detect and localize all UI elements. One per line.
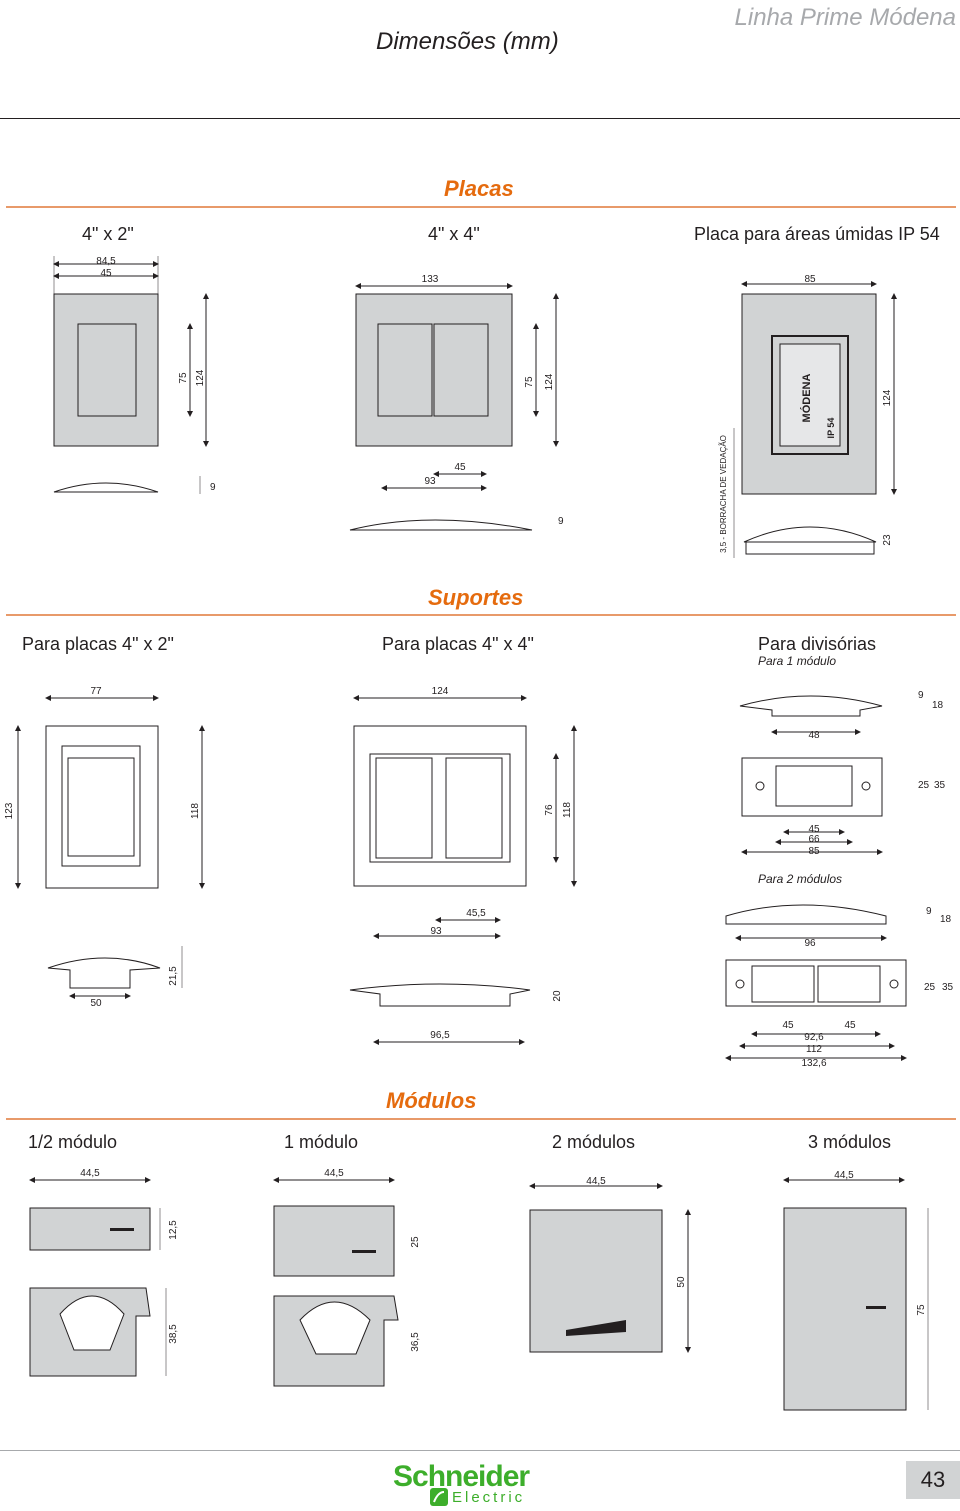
svg-text:45: 45 [844, 1020, 856, 1031]
suporte-2-modulos-label: Para 2 módulos [758, 872, 843, 886]
svg-text:44,5: 44,5 [834, 1170, 854, 1181]
svg-text:MÓDENA: MÓDENA [800, 374, 813, 423]
modulos-drawings: 44,5 12,5 38,5 44,5 25 36,5 44,5 50 44,5… [29, 1168, 929, 1411]
modulo-3-label: 3 módulos [808, 1132, 892, 1152]
section-rule-placas [6, 206, 956, 208]
modulo-1-drawing [273, 1177, 399, 1387]
svg-text:45: 45 [782, 1020, 794, 1031]
suporte-4x4-label: Para placas 4" x 4" [382, 634, 534, 654]
svg-text:9: 9 [926, 906, 932, 917]
suportes-drawings: 77 123 118 50 21,5 124 76 118 45,5 93 96… [4, 686, 954, 1069]
svg-text:93: 93 [430, 926, 442, 937]
placa-ip54-label: Placa para áreas úmidas IP 54 [694, 224, 940, 244]
svg-text:9: 9 [558, 516, 564, 527]
svg-text:25: 25 [924, 982, 936, 993]
suporte-4x2-label: Para placas 4" x 2" [22, 634, 174, 654]
modulo-meio-label: 1/2 módulo [28, 1132, 118, 1152]
svg-text:20: 20 [552, 990, 563, 1002]
modulo-1-label: 1 módulo [284, 1132, 359, 1152]
svg-text:9: 9 [918, 690, 924, 701]
svg-text:38,5: 38,5 [168, 1324, 179, 1344]
svg-text:50: 50 [90, 998, 102, 1009]
svg-text:75: 75 [524, 376, 535, 388]
svg-text:25: 25 [410, 1236, 421, 1248]
svg-text:12,5: 12,5 [168, 1220, 179, 1240]
svg-text:77: 77 [90, 686, 102, 697]
svg-text:45: 45 [808, 824, 820, 835]
svg-text:85: 85 [808, 846, 820, 857]
placa-ip54-drawing [733, 281, 897, 558]
svg-text:124: 124 [882, 389, 893, 406]
section-title-placas: Placas [444, 176, 514, 201]
svg-text:9: 9 [210, 482, 216, 493]
page-number: 43 [906, 1461, 960, 1499]
placa-4x4-label: 4" x 4" [428, 224, 480, 244]
svg-text:18: 18 [940, 914, 952, 925]
brand-logo: Schneider [393, 1460, 530, 1493]
svg-text:112: 112 [806, 1044, 822, 1055]
header-divider [0, 118, 960, 119]
svg-text:76: 76 [544, 804, 555, 816]
page-subtitle: Dimensões (mm) [376, 28, 559, 55]
svg-text:132,6: 132,6 [801, 1058, 826, 1069]
suporte-divisorias-1-drawing [739, 695, 883, 855]
placas-drawings: 84,5 45 75 124 9 133 75 124 45 93 9 85 1… [53, 256, 897, 558]
footer-divider [0, 1450, 960, 1451]
brand-sub-logo: Electric [452, 1489, 526, 1506]
suporte-divisorias-label: Para divisórias [758, 634, 877, 654]
placa-4x2-label: 4" x 2" [82, 224, 134, 244]
brand-leaf-icon [430, 1488, 448, 1506]
svg-text:45: 45 [100, 268, 112, 279]
svg-text:85: 85 [804, 274, 816, 285]
svg-text:IP 54: IP 54 [826, 418, 836, 439]
svg-text:124: 124 [544, 373, 555, 390]
section-rule-modulos [6, 1118, 956, 1120]
svg-text:21,5: 21,5 [168, 966, 179, 986]
svg-text:45,5: 45,5 [466, 908, 486, 919]
svg-text:50: 50 [676, 1276, 687, 1288]
svg-text:36,5: 36,5 [410, 1332, 421, 1352]
modulo-2-drawing [529, 1183, 691, 1353]
svg-text:123: 123 [4, 802, 15, 819]
section-rule-suportes [6, 614, 956, 616]
svg-text:35: 35 [934, 780, 946, 791]
svg-text:92,6: 92,6 [804, 1032, 824, 1043]
svg-text:48: 48 [808, 730, 820, 741]
svg-text:93: 93 [424, 476, 436, 487]
svg-text:44,5: 44,5 [80, 1168, 100, 1179]
placa-4x2-drawing [53, 256, 209, 494]
svg-text:96,5: 96,5 [430, 1030, 450, 1041]
section-title-suportes: Suportes [428, 585, 524, 610]
modulo-3-drawing [783, 1177, 929, 1411]
svg-text:124: 124 [432, 686, 449, 697]
suporte-1-modulo-label: Para 1 módulo [758, 654, 837, 668]
svg-text:124: 124 [195, 369, 206, 386]
svg-text:96: 96 [804, 938, 816, 949]
svg-text:45: 45 [454, 462, 466, 473]
suporte-4x2-drawing [15, 695, 205, 999]
svg-text:84,5: 84,5 [96, 256, 116, 267]
svg-text:35: 35 [942, 982, 954, 993]
suporte-divisorias-2-drawing [725, 904, 907, 1061]
svg-text:75: 75 [178, 372, 189, 384]
modulo-2-label: 2 módulos [552, 1132, 636, 1152]
svg-text:25: 25 [918, 780, 930, 791]
svg-text:44,5: 44,5 [586, 1176, 606, 1187]
section-title-modulos: Módulos [386, 1088, 477, 1113]
svg-text:118: 118 [562, 802, 573, 818]
svg-text:118: 118 [190, 803, 201, 819]
svg-text:23: 23 [882, 534, 893, 546]
modulo-meio-drawing [29, 1177, 167, 1377]
suporte-4x4-drawing [349, 695, 577, 1045]
product-line-title: Linha Prime Módena [734, 4, 956, 31]
svg-text:44,5: 44,5 [324, 1168, 344, 1179]
placa-4x4-drawing [349, 283, 559, 531]
svg-text:133: 133 [422, 274, 439, 285]
svg-text:66: 66 [808, 834, 820, 845]
svg-text:75: 75 [916, 1304, 927, 1316]
svg-text:3,5 - BORRACHA DE VEDAÇÃO: 3,5 - BORRACHA DE VEDAÇÃO [719, 435, 728, 553]
svg-text:18: 18 [932, 700, 944, 711]
